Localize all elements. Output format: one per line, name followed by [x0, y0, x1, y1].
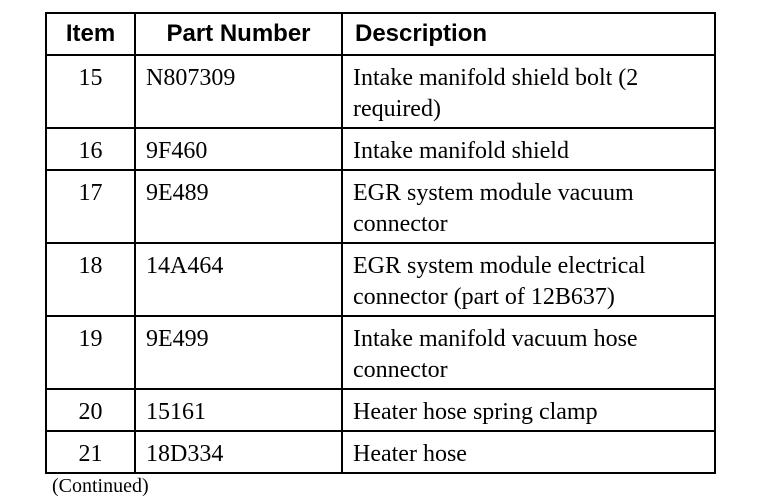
description-cell: Intake manifold shield bolt (2 required): [341, 54, 716, 129]
description-cell: Intake manifold shield: [341, 127, 716, 171]
item-cell: 17: [45, 169, 136, 244]
description-cell: Heater hose spring clamp: [341, 388, 716, 432]
part-number-cell: 9F460: [134, 127, 343, 171]
item-cell: 21: [45, 430, 136, 474]
item-cell: 20: [45, 388, 136, 432]
table-row: 20 15161 Heater hose spring clamp: [45, 388, 716, 432]
header-item: Item: [45, 12, 136, 56]
table-row: 15 N807309 Intake manifold shield bolt (…: [45, 54, 716, 129]
description-cell: Heater hose: [341, 430, 716, 474]
parts-table: Item Part Number Description 15 N807309 …: [45, 12, 716, 474]
table-row: 18 14A464 EGR system module electrical c…: [45, 242, 716, 317]
part-number-cell: 15161: [134, 388, 343, 432]
continued-note: (Continued): [52, 475, 149, 497]
header-part-number: Part Number: [134, 12, 343, 56]
part-number-cell: N807309: [134, 54, 343, 129]
part-number-cell: 9E489: [134, 169, 343, 244]
item-cell: 15: [45, 54, 136, 129]
table-row: 19 9E499 Intake manifold vacuum hose con…: [45, 315, 716, 390]
description-cell: EGR system module vacuum connector: [341, 169, 716, 244]
description-cell: Intake manifold vacuum hose connector: [341, 315, 716, 390]
header-row: Item Part Number Description: [45, 12, 716, 56]
header-description: Description: [341, 12, 716, 56]
item-cell: 18: [45, 242, 136, 317]
item-cell: 16: [45, 127, 136, 171]
part-number-cell: 14A464: [134, 242, 343, 317]
item-cell: 19: [45, 315, 136, 390]
table-row: 21 18D334 Heater hose: [45, 430, 716, 474]
part-number-cell: 9E499: [134, 315, 343, 390]
part-number-cell: 18D334: [134, 430, 343, 474]
table-row: 17 9E489 EGR system module vacuum connec…: [45, 169, 716, 244]
table-row: 16 9F460 Intake manifold shield: [45, 127, 716, 171]
description-cell: EGR system module electrical connector (…: [341, 242, 716, 317]
